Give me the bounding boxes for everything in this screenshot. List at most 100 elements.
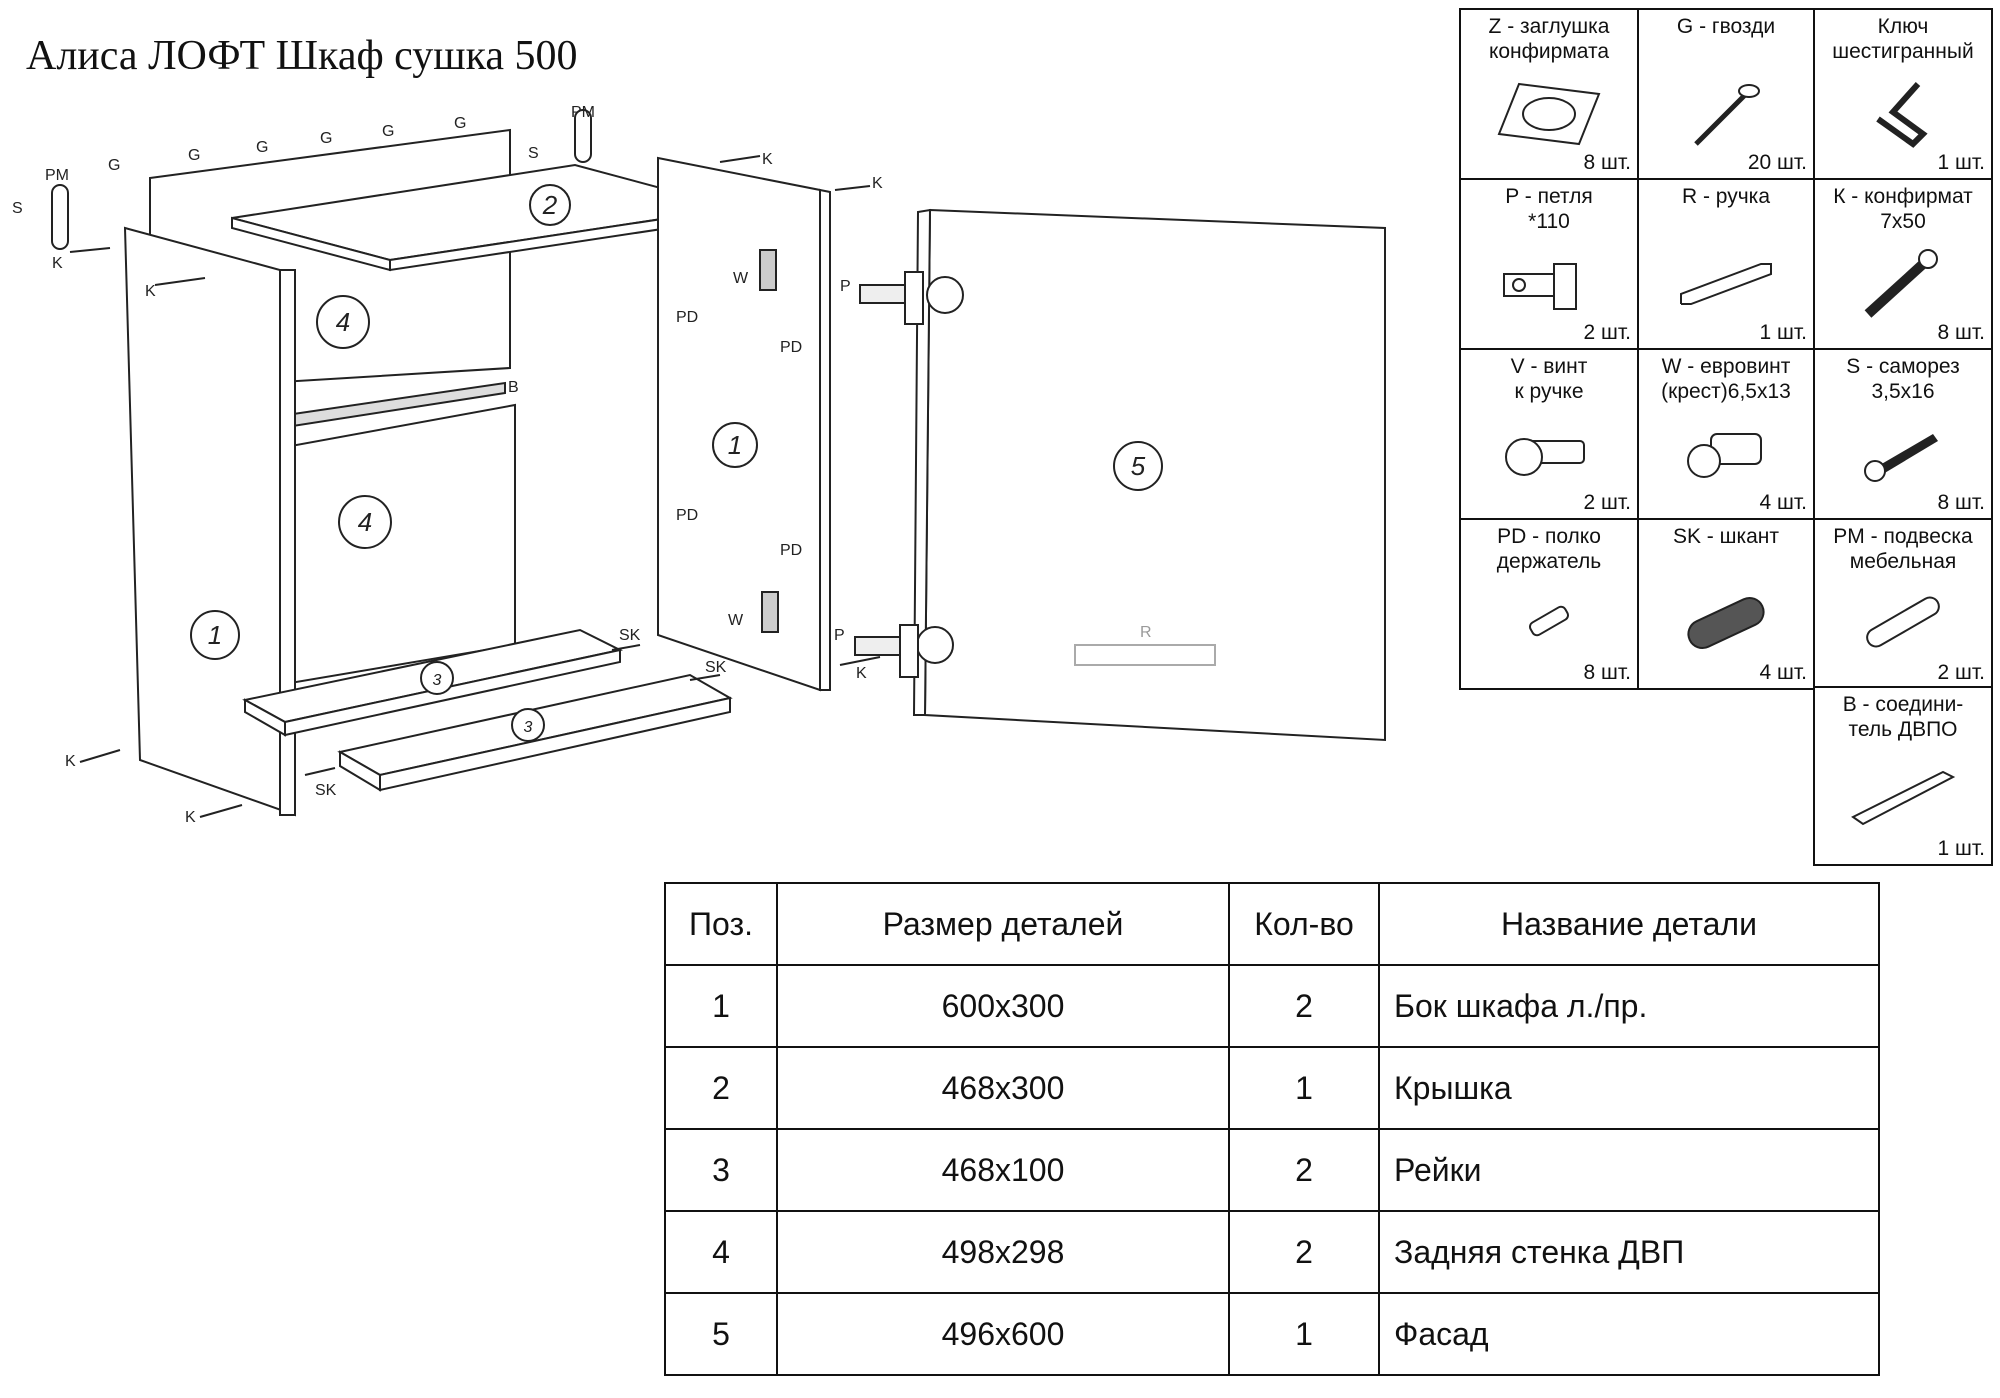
label-k: K — [856, 665, 867, 682]
label-pd: PD — [780, 542, 802, 559]
euroscrew-plate-upper — [759, 249, 777, 291]
fitting-cell: W - евровинт (крест)6,5х13 4 шт. — [1637, 348, 1815, 520]
fitting-qty: 8 шт. — [1937, 491, 1986, 514]
column-header: Кол-во — [1228, 882, 1380, 966]
parts-table: Поз. Размер деталей Кол-во Название дета… — [664, 882, 1880, 1376]
hanger-icon — [1866, 596, 1940, 648]
fitting-name: PM - подвеска мебельная — [1833, 525, 1973, 573]
table-cell: 498х298 — [776, 1210, 1230, 1294]
nail-icon — [1694, 84, 1760, 146]
table-cell: 4 — [664, 1210, 778, 1294]
column-header: Название детали — [1378, 882, 1880, 966]
label-g: G — [454, 115, 466, 132]
label-w: W — [728, 612, 744, 629]
label-k: K — [145, 283, 156, 300]
fitting-cell: К - конфирмат 7х50 8 шт. — [1813, 178, 1993, 350]
table-cell: 496х600 — [776, 1292, 1230, 1376]
shelf-support-icon — [1529, 605, 1569, 637]
fitting-qty: 4 шт. — [1759, 661, 1808, 684]
fitting-name: К - конфирмат 7х50 — [1833, 185, 1973, 233]
fitting-qty: 4 шт. — [1759, 491, 1808, 514]
label-r: R — [1140, 624, 1152, 641]
label-k: K — [872, 175, 883, 192]
confirmat-screw-1 — [69, 247, 111, 253]
label-pd: PD — [780, 339, 802, 356]
label-k: K — [52, 255, 63, 272]
fitting-name: SK - шкант — [1672, 525, 1780, 548]
fitting-cell: S - саморез 3,5х16 8 шт. — [1813, 348, 1993, 520]
table-cell: 2 — [1228, 1210, 1380, 1294]
label-k: K — [65, 753, 76, 770]
table-cell: 468х100 — [776, 1128, 1230, 1212]
label-g: G — [108, 157, 120, 174]
label-sk: SK — [705, 659, 727, 676]
confirmat-screw-7 — [839, 656, 881, 666]
label-k: K — [185, 809, 196, 826]
confirmat-screw-2 — [154, 277, 206, 286]
fitting-cell: G - гвозди 20 шт. — [1637, 8, 1815, 180]
table-header-row: Поз. Размер деталей Кол-во Название дета… — [664, 882, 1880, 966]
label-s: S — [528, 145, 539, 162]
part-number-5: 5 — [1131, 451, 1146, 481]
label-p: P — [834, 627, 845, 644]
label-w: W — [733, 270, 749, 287]
table-cell: 600х300 — [776, 964, 1230, 1048]
table-cell: 3 — [664, 1128, 778, 1212]
label-b: B — [508, 379, 519, 396]
self-tapping-screw-icon — [1864, 434, 1938, 483]
fitting-qty: 8 шт. — [1583, 661, 1632, 684]
fitting-cell: B - соедини- тель ДВПО 1 шт. — [1813, 686, 1993, 866]
fitting-cell: SK - шкант 4 шт. — [1637, 518, 1815, 690]
hanger-top — [574, 109, 592, 163]
left-side-panel — [123, 226, 297, 817]
table-cell: Крышка — [1378, 1046, 1880, 1130]
hinge-icon — [1503, 263, 1577, 311]
euroscrew-icon — [1687, 433, 1762, 479]
fitting-qty: 8 шт. — [1583, 151, 1632, 174]
part-number-1-left: 1 — [208, 620, 222, 650]
label-g: G — [320, 130, 332, 147]
confirmat-icon — [1864, 249, 1938, 318]
fitting-cell: V - винт к ручке 2 шт. — [1459, 348, 1639, 520]
table-row: 3 468х100 2 Рейки — [664, 1128, 1880, 1212]
page-title: Алиса ЛОФТ Шкаф сушка 500 — [26, 33, 578, 79]
euroscrew-plate-lower — [761, 591, 779, 633]
fitting-cell: P - петля *110 2 шт. — [1459, 178, 1639, 350]
fitting-name: R - ручка — [1681, 185, 1771, 208]
dowel-3 — [304, 767, 336, 776]
hanger-left — [51, 184, 69, 250]
label-g: G — [256, 139, 268, 156]
fitting-qty: 2 шт. — [1583, 321, 1632, 344]
confirmat-screw-5 — [719, 155, 761, 163]
fitting-cell: Ключ шестигранный 1 шт. — [1813, 8, 1993, 180]
label-s: S — [12, 200, 23, 217]
label-g: G — [188, 147, 200, 164]
fitting-qty: 2 шт. — [1937, 661, 1986, 684]
confirmat-screw-4 — [199, 804, 243, 818]
table-row: 5 496х600 1 Фасад — [664, 1292, 1880, 1376]
fitting-cell: PD - полко держатель 8 шт. — [1459, 518, 1639, 690]
table-cell: Рейки — [1378, 1128, 1880, 1212]
table-cell: 468х300 — [776, 1046, 1230, 1130]
table-cell: 2 — [664, 1046, 778, 1130]
screw-icon — [1505, 438, 1585, 477]
fitting-name: B - соедини- тель ДВПО — [1842, 693, 1964, 741]
part-number-3-back: 3 — [433, 672, 442, 689]
table-cell: 5 — [664, 1292, 778, 1376]
dowel-icon — [1687, 597, 1765, 650]
table-row: 2 468х300 1 Крышка — [664, 1046, 1880, 1130]
hinge-upper — [859, 271, 924, 325]
fitting-name: G - гвозди — [1676, 15, 1776, 38]
fitting-name: Z - заглушка конфирмата — [1488, 15, 1610, 63]
assembly-diagram: 2 4 4 1 1 5 3 3 G G G G G G PM PM S S K … — [12, 104, 1386, 826]
part-number-4-upper: 4 — [336, 307, 350, 337]
table-cell: Задняя стенка ДВП — [1378, 1210, 1880, 1294]
confirmat-screw-6 — [834, 185, 871, 191]
connector-icon — [1851, 770, 1956, 826]
dowel-1 — [611, 644, 641, 651]
fitting-cell: PM - подвеска мебельная 2 шт. — [1813, 518, 1993, 690]
label-p: P — [840, 278, 851, 295]
part-number-1-right: 1 — [728, 430, 742, 460]
fitting-qty: 20 шт. — [1747, 151, 1807, 174]
table-cell: 2 — [1228, 964, 1380, 1048]
